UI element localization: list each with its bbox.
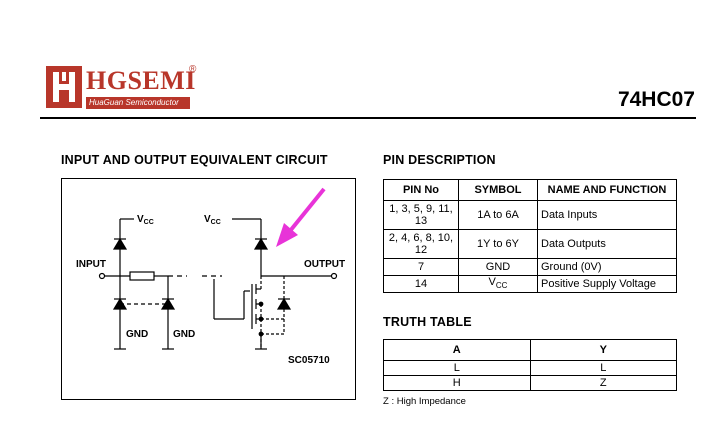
- highlight-arrow-icon: [276, 187, 326, 247]
- symbol-cell: VCC: [458, 274, 538, 294]
- truth-cell: H: [383, 375, 531, 391]
- vcc-right-label: VCC: [204, 214, 221, 226]
- name-cell: Ground (0V): [537, 258, 677, 276]
- name-cell: Data Outputs: [537, 229, 677, 259]
- pin-no-header: PIN No: [383, 179, 459, 201]
- truth-table: A Y L L H Z: [383, 339, 677, 391]
- vcc-left-label: VCC: [137, 214, 154, 226]
- drawing-code: SC05710: [288, 355, 330, 366]
- table-row: L L: [383, 360, 677, 376]
- gnd-label-1: GND: [126, 329, 148, 340]
- part-number: 74HC07: [617, 88, 695, 111]
- table-row: 7 GND Ground (0V): [383, 258, 677, 276]
- symbol-header: SYMBOL: [458, 179, 538, 201]
- table-row: H Z: [383, 375, 677, 391]
- pin-no-cell: 2, 4, 6, 8, 10,12: [383, 229, 459, 259]
- symbol-cell: GND: [458, 258, 538, 276]
- name-function-header: NAME AND FUNCTION: [537, 179, 677, 201]
- truth-cell: Z: [529, 375, 677, 391]
- truth-header-y: Y: [529, 339, 677, 361]
- table-row: 14 VCC Positive Supply Voltage: [383, 274, 677, 294]
- table-row: 1, 3, 5, 9, 11,13 1A to 6A Data Inputs: [383, 200, 677, 230]
- truth-cell: L: [383, 360, 531, 376]
- header-rule: [40, 117, 696, 119]
- gnd-label-2: GND: [173, 329, 195, 340]
- table-row: 2, 4, 6, 8, 10,12 1Y to 6Y Data Outputs: [383, 229, 677, 259]
- symbol-cell: 1Y to 6Y: [458, 229, 538, 259]
- symbol-cell: 1A to 6A: [458, 200, 538, 230]
- pin-description-table: PIN No SYMBOL NAME AND FUNCTION 1, 3, 5,…: [383, 179, 677, 294]
- pin-no-cell: 14: [383, 274, 459, 294]
- circuit-title: INPUT AND OUTPUT EQUIVALENT CIRCUIT: [61, 153, 328, 167]
- high-impedance-note: Z : High Impedance: [383, 396, 466, 407]
- pin-no-cell: 1, 3, 5, 9, 11,13: [383, 200, 459, 230]
- company-logo: HGSEMI ® HuaGuan Semiconductor: [46, 64, 216, 112]
- truth-cell: L: [529, 360, 677, 376]
- pin-no-cell: 7: [383, 258, 459, 276]
- output-label: OUTPUT: [304, 259, 345, 270]
- equivalent-circuit-diagram: VCC VCC INPUT OUTPUT GND GND SC05710: [61, 178, 356, 400]
- registered-mark: ®: [189, 64, 197, 75]
- name-cell: Data Inputs: [537, 200, 677, 230]
- truth-header-a: A: [383, 339, 531, 361]
- input-label: INPUT: [76, 259, 106, 270]
- truth-table-title: TRUTH TABLE: [383, 315, 472, 329]
- pin-description-title: PIN DESCRIPTION: [383, 153, 496, 167]
- circuit-schematic: VCC VCC INPUT OUTPUT GND GND SC05710: [76, 187, 345, 366]
- name-cell: Positive Supply Voltage: [537, 274, 677, 294]
- brand-subtitle: HuaGuan Semiconductor: [86, 97, 190, 109]
- brand-name: HGSEMI: [86, 66, 196, 95]
- hgsemi-logo-icon: [46, 66, 82, 108]
